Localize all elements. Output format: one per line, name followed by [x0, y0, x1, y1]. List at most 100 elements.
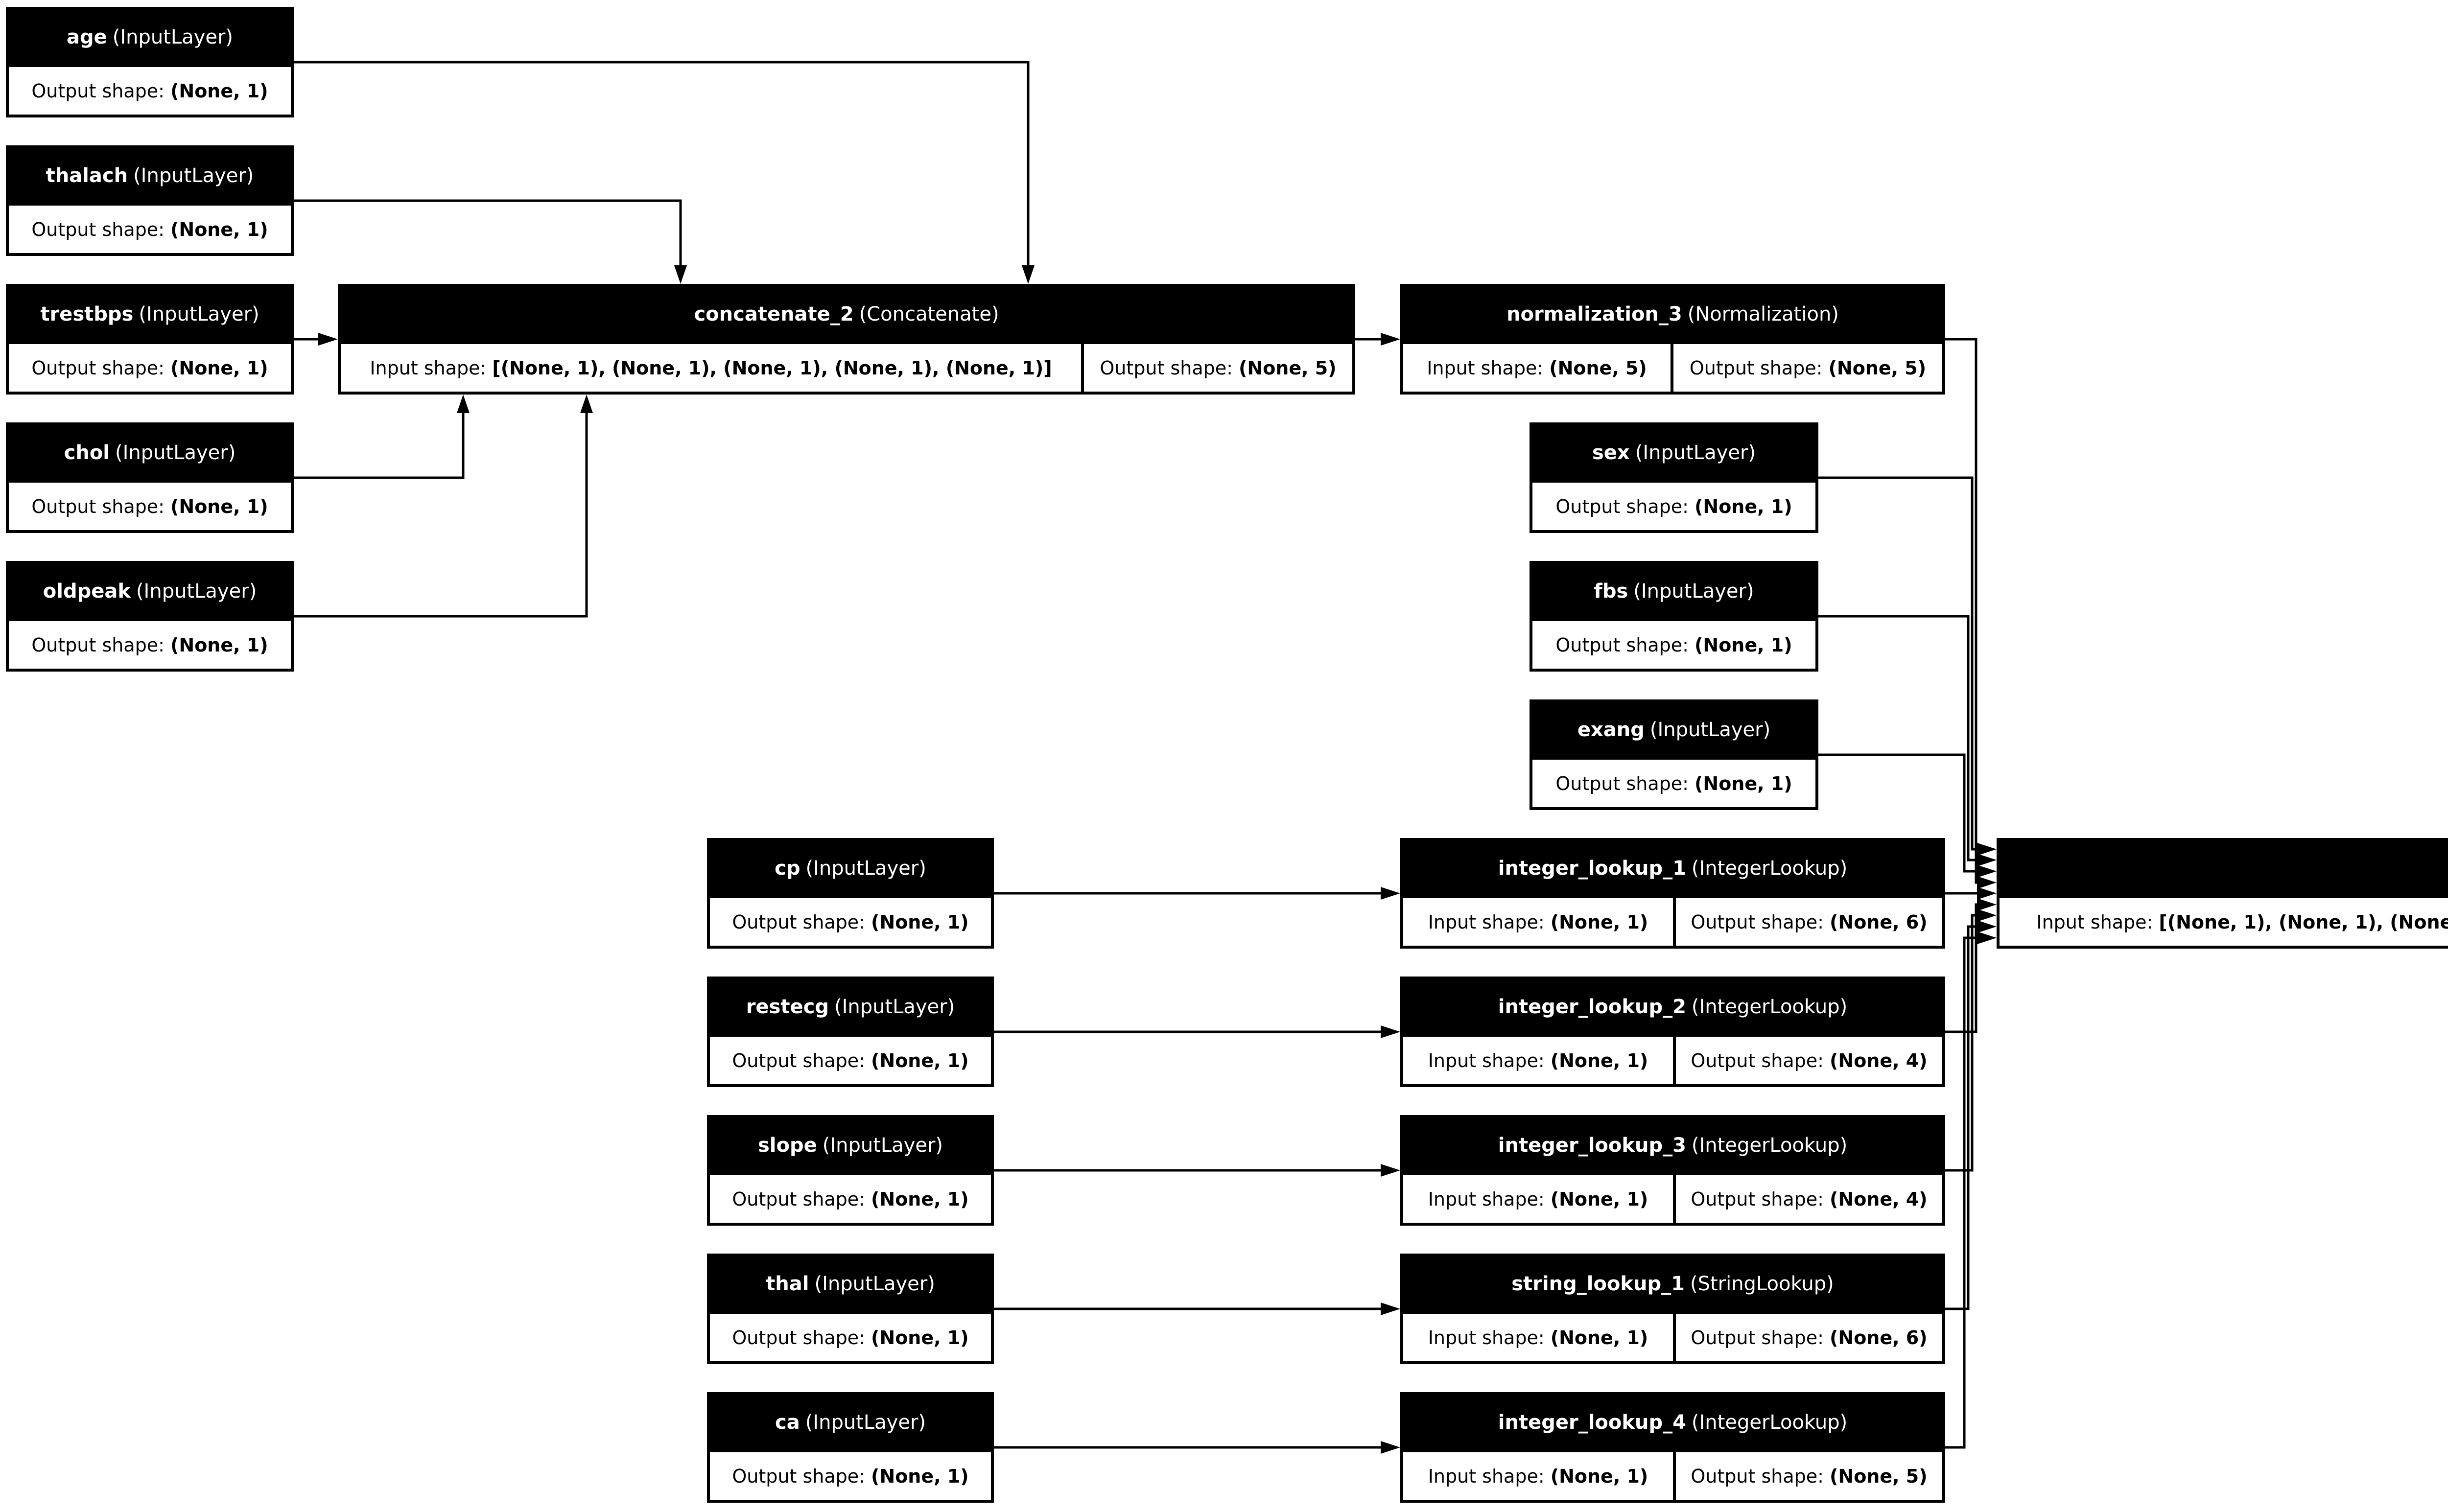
- arrowhead-right-c3-normalization_3: [1977, 876, 1997, 889]
- input-shape-value: (None, 1): [1550, 1326, 1648, 1349]
- input-shape-label: Input shape:: [2036, 911, 2159, 933]
- arrowhead-right-c3-integer_lookup_4: [1977, 931, 1997, 944]
- arrowhead-down-thalach: [674, 265, 687, 284]
- layer-concatenate_3: concatenate_3(Concatenate) Input shape: …: [1997, 838, 2448, 949]
- input-shape-value: (None, 1): [1550, 1465, 1648, 1487]
- layer-name: trestbps: [40, 302, 134, 326]
- layer-name: thalach: [46, 164, 128, 187]
- layer-integer_lookup_1-title: integer_lookup_1(IntegerLookup): [1400, 838, 1945, 898]
- edge-thalach-to-concatenate_2: [294, 199, 682, 265]
- edge-exang-to-concatenate_3: [1818, 753, 1978, 873]
- output-shape-value: (None, 1): [170, 634, 268, 656]
- edge-oldpeak-to-concatenate_2: [294, 413, 588, 618]
- output-shape-cell: Output shape: (None, 1): [9, 67, 291, 115]
- layer-chol: chol(InputLayer) Output shape: (None, 1): [6, 422, 294, 533]
- arrowhead-right-c3-integer_lookup_3: [1977, 909, 1997, 922]
- input-shape-cell: Input shape: (None, 1): [1403, 1314, 1673, 1361]
- output-shape-cell: Output shape: (None, 1): [9, 621, 291, 669]
- output-shape-cell: Output shape: (None, 6): [1676, 898, 1942, 946]
- edge-string_lookup_1-to-concatenate_3: [1945, 925, 1978, 1310]
- input-shape-value: [(None, 1), (None, 1), (None, 1), (None,…: [2159, 911, 2448, 933]
- output-shape-cell: Output shape: (None, 4): [1676, 1037, 1942, 1084]
- layer-type: (InputLayer): [814, 1272, 935, 1295]
- layer-type: (InputLayer): [115, 441, 236, 464]
- output-shape-cell: Output shape: (None, 1): [1532, 483, 1815, 530]
- output-shape-value: (None, 1): [1695, 495, 1792, 517]
- layer-exang-title: exang(InputLayer): [1530, 699, 1818, 760]
- output-shape-value: (None, 1): [871, 1326, 969, 1349]
- layer-chol-title: chol(InputLayer): [6, 422, 294, 483]
- output-shape-cell: Output shape: (None, 1): [1532, 760, 1815, 807]
- layer-integer_lookup_4: integer_lookup_4(IntegerLookup) Input sh…: [1400, 1392, 1945, 1503]
- arrowhead-up-oldpeak: [580, 395, 593, 413]
- input-shape-value: (None, 5): [1549, 357, 1647, 379]
- output-shape-cell: Output shape: (None, 1): [9, 344, 291, 392]
- arrowhead-right-c3-sex: [1977, 843, 1997, 856]
- output-shape-label: Output shape:: [31, 495, 171, 517]
- layer-ca-title: ca(InputLayer): [707, 1392, 994, 1452]
- layer-slope-title: slope(InputLayer): [707, 1115, 994, 1175]
- layer-sex-title: sex(InputLayer): [1530, 422, 1818, 483]
- input-shape-label: Input shape:: [1428, 1049, 1551, 1071]
- output-shape-cell: Output shape: (None, 1): [710, 1037, 991, 1084]
- output-shape-label: Output shape:: [1691, 1049, 1830, 1071]
- layer-oldpeak-title: oldpeak(InputLayer): [6, 561, 294, 621]
- output-shape-cell: Output shape: (None, 5): [1673, 344, 1942, 392]
- layer-cp-title: cp(InputLayer): [707, 838, 994, 898]
- layer-fbs: fbs(InputLayer) Output shape: (None, 1): [1530, 561, 1818, 672]
- output-shape-label: Output shape:: [31, 357, 171, 379]
- layer-name: oldpeak: [43, 580, 131, 603]
- layer-type: (Concatenate): [859, 302, 999, 326]
- layer-name: concatenate_2: [694, 302, 854, 326]
- layer-ca: ca(InputLayer) Output shape: (None, 1): [707, 1392, 994, 1503]
- layer-name: slope: [757, 1134, 817, 1157]
- layer-type: (StringLookup): [1690, 1272, 1834, 1295]
- layer-name: string_lookup_1: [1511, 1272, 1685, 1295]
- layer-name: integer_lookup_4: [1498, 1411, 1686, 1434]
- layer-thalach-title: thalach(InputLayer): [6, 145, 294, 206]
- output-shape-value: (None, 1): [871, 1188, 969, 1210]
- layer-restecg-title: restecg(InputLayer): [707, 977, 994, 1037]
- layer-concatenate_2: concatenate_2(Concatenate) Input shape: …: [338, 284, 1355, 395]
- output-shape-value: (None, 5): [1830, 1465, 1928, 1487]
- layer-integer_lookup_2: integer_lookup_2(IntegerLookup) Input sh…: [1400, 977, 1945, 1087]
- output-shape-value: (None, 5): [1828, 357, 1927, 379]
- output-shape-cell: Output shape: (None, 1): [1532, 621, 1815, 669]
- edge-sex-to-concatenate_3: [1818, 476, 1978, 851]
- layer-oldpeak: oldpeak(InputLayer) Output shape: (None,…: [6, 561, 294, 672]
- layer-type: (InputLayer): [136, 580, 257, 603]
- edge-age-to-concatenate_2: [294, 61, 1030, 265]
- output-shape-cell: Output shape: (None, 1): [710, 1314, 991, 1361]
- output-shape-cell: Output shape: (None, 1): [9, 483, 291, 530]
- output-shape-cell: Output shape: (None, 5): [1676, 1452, 1942, 1500]
- output-shape-label: Output shape:: [1555, 634, 1695, 656]
- output-shape-cell: Output shape: (None, 6): [1676, 1314, 1942, 1361]
- arrowhead-right-trestbps: [318, 333, 338, 346]
- output-shape-value: (None, 1): [1695, 634, 1792, 656]
- layer-thal: thal(InputLayer) Output shape: (None, 1): [707, 1254, 994, 1364]
- layer-name: normalization_3: [1506, 302, 1682, 326]
- output-shape-label: Output shape:: [732, 1326, 871, 1349]
- output-shape-cell: Output shape: (None, 1): [710, 898, 991, 946]
- output-shape-cell: Output shape: (None, 1): [710, 1175, 991, 1223]
- output-shape-label: Output shape:: [1691, 1188, 1830, 1210]
- output-shape-label: Output shape:: [31, 634, 171, 656]
- output-shape-cell: Output shape: (None, 1): [9, 206, 291, 253]
- input-shape-cell: Input shape: [(None, 1), (None, 1), (Non…: [2000, 898, 2448, 946]
- arrowhead-right-c3-fbs: [1977, 854, 1997, 866]
- layer-name: integer_lookup_3: [1498, 1134, 1686, 1157]
- layer-slope: slope(InputLayer) Output shape: (None, 1…: [707, 1115, 994, 1226]
- layer-thalach: thalach(InputLayer) Output shape: (None,…: [6, 145, 294, 256]
- layer-name: fbs: [1594, 580, 1628, 603]
- arrowhead-right-c3-integer_lookup_2: [1977, 898, 1997, 911]
- output-shape-value: (None, 1): [170, 495, 268, 517]
- output-shape-value: (None, 4): [1830, 1188, 1928, 1210]
- arrowhead-right-string_lookup_1-in: [1381, 1303, 1400, 1315]
- arrowhead-right-integer_lookup_3-in: [1381, 1164, 1400, 1177]
- layer-integer_lookup_1: integer_lookup_1(IntegerLookup) Input sh…: [1400, 838, 1945, 949]
- arrowhead-up-chol: [457, 395, 470, 413]
- output-shape-label: Output shape:: [31, 218, 171, 240]
- layer-trestbps: trestbps(InputLayer) Output shape: (None…: [6, 284, 294, 395]
- layer-age-title: age(InputLayer): [6, 7, 294, 67]
- layer-concatenate_3-title: concatenate_3(Concatenate): [1997, 838, 2448, 898]
